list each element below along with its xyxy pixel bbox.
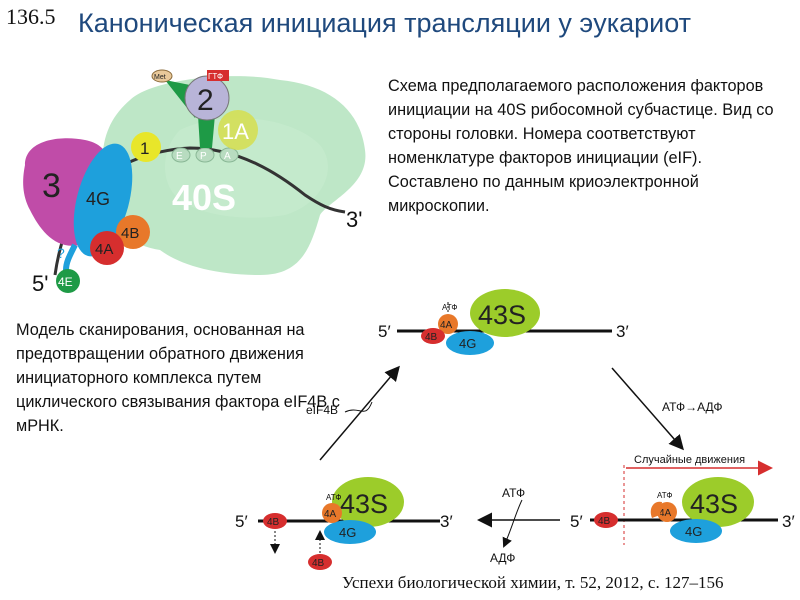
- arrow-atp-hydrolysis: АТФ АДФ: [480, 486, 560, 565]
- eif4e-label: 4E: [58, 275, 73, 289]
- cycle-left-4b-bound-label: 4B: [267, 517, 280, 528]
- cycle-left-5prime: 5′: [235, 512, 248, 531]
- eif4b-label: 4B: [121, 225, 139, 242]
- arrow-atp-label: АТФ: [502, 486, 525, 500]
- site-e-label: E: [176, 151, 183, 162]
- eif1a-label: 1A: [222, 119, 249, 144]
- cycle-right-4g-label: 4G: [685, 524, 702, 539]
- cycle-right-5prime: 5′: [570, 512, 583, 531]
- question-mark: ?: [57, 245, 65, 261]
- ribosome-sites: E P A: [172, 148, 238, 162]
- cycle-right-state: Случайные движения 5′ 3′ 43S 4G 4A АТФ 4…: [570, 454, 795, 545]
- eif3-label: 3: [42, 167, 61, 205]
- cycle-top-4g-label: 4G: [459, 336, 476, 351]
- arrow-atp-adp: АТФ→АДФ: [612, 368, 723, 448]
- initiation-complex-diagram: 40S E P A 3 4G 4B 4A ? 4E 5' 3: [23, 70, 365, 296]
- cycle-left-3prime: 3′: [440, 512, 453, 531]
- cycle-right-4b-label: 4B: [598, 516, 611, 527]
- top-mrna-5prime: 5': [32, 271, 48, 296]
- cycle-top-state: 5′ 3′ 43S 4G 4A 4B АТФ: [378, 289, 629, 355]
- arrow-eif4b-label: eIF4B: [306, 403, 338, 417]
- arrow-eif4b: eIF4B: [306, 368, 398, 460]
- cycle-top-4a-label: 4A: [440, 320, 453, 331]
- cycle-right-4a-label: 4A: [659, 508, 672, 519]
- cycle-left-4a-label: 4A: [324, 509, 337, 520]
- cycle-top-5prime: 5′: [378, 322, 391, 341]
- top-mrna-3prime: 3': [346, 207, 362, 232]
- cycle-top-3prime: 3′: [616, 322, 629, 341]
- cycle-left-43s-label: 43S: [340, 489, 388, 519]
- cycle-left-4g-label: 4G: [339, 525, 356, 540]
- cycle-left-4b-free-label: 4B: [312, 558, 325, 569]
- eif4g-label: 4G: [86, 189, 110, 209]
- cycle-top-atp: АТФ: [442, 303, 457, 312]
- cycle-left-atp: АТФ: [326, 493, 341, 502]
- gtp-label: ГТФ: [208, 72, 223, 81]
- cycle-right-43s-label: 43S: [690, 489, 738, 519]
- ribosome-40s-label: 40S: [172, 177, 236, 218]
- arrow-atp-adp-label: АТФ→АДФ: [662, 400, 723, 414]
- eif2-label: 2: [197, 84, 214, 117]
- cycle-right-3prime: 3′: [782, 512, 795, 531]
- eif4g-tail: [66, 245, 75, 270]
- eif4a-label: 4A: [95, 241, 113, 258]
- arrow-adp-label: АДФ: [490, 551, 515, 565]
- random-moves-label: Случайные движения: [634, 454, 745, 466]
- cycle-top-43s-label: 43S: [478, 300, 526, 330]
- site-p-label: P: [200, 151, 207, 162]
- cycle-left-state: 5′ 3′ 43S 4G 4A АТФ 4B 4B: [235, 477, 453, 570]
- site-a-label: A: [224, 151, 231, 162]
- met-label: Met: [154, 74, 166, 81]
- eif1-label: 1: [140, 139, 149, 158]
- cycle-top-4b-label: 4B: [425, 332, 438, 343]
- cycle-right-atp: АТФ: [657, 491, 672, 500]
